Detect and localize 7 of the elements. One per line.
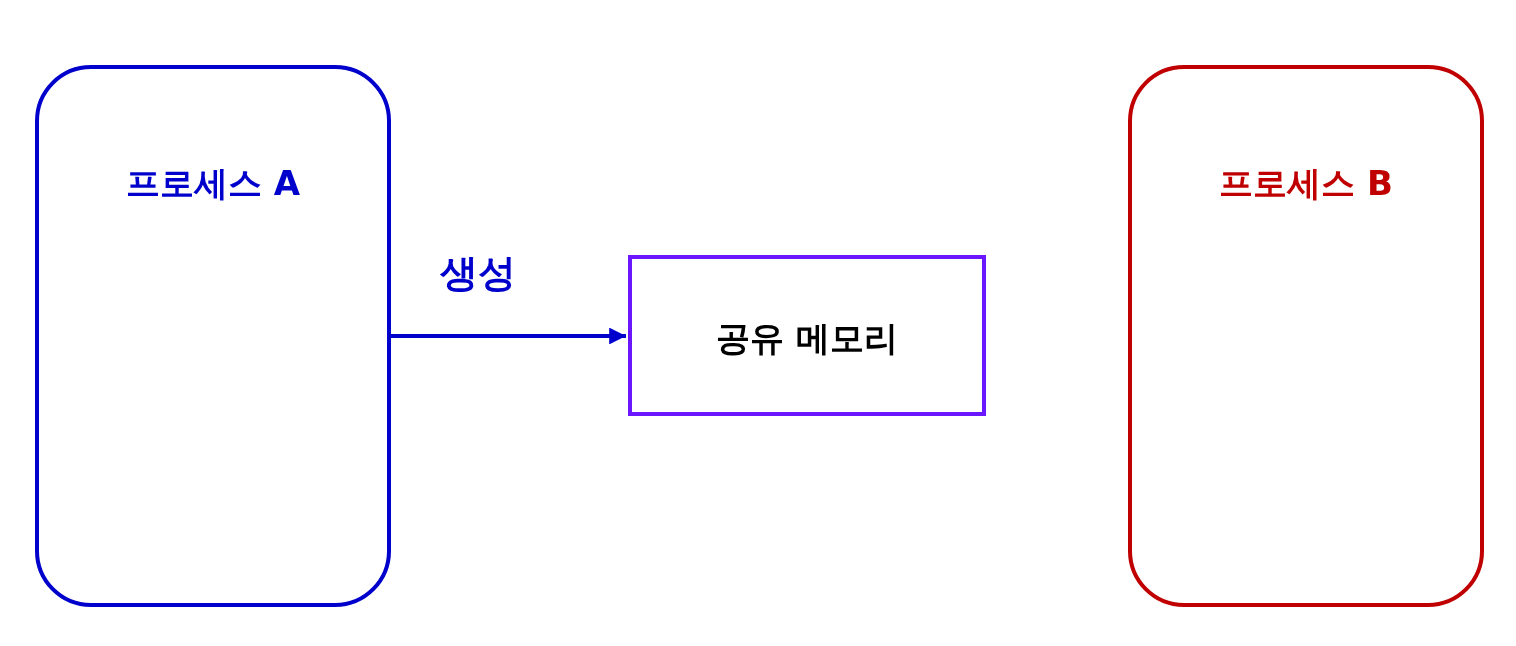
process-title: 프로세스 B [1219, 162, 1393, 205]
memory-label: 공유 메모리 [716, 317, 898, 360]
arrow [389, 327, 626, 345]
process-title: 프로세스 A [125, 162, 301, 205]
memory-box [628, 255, 986, 416]
process-box [1128, 65, 1484, 607]
process-box [35, 65, 391, 607]
